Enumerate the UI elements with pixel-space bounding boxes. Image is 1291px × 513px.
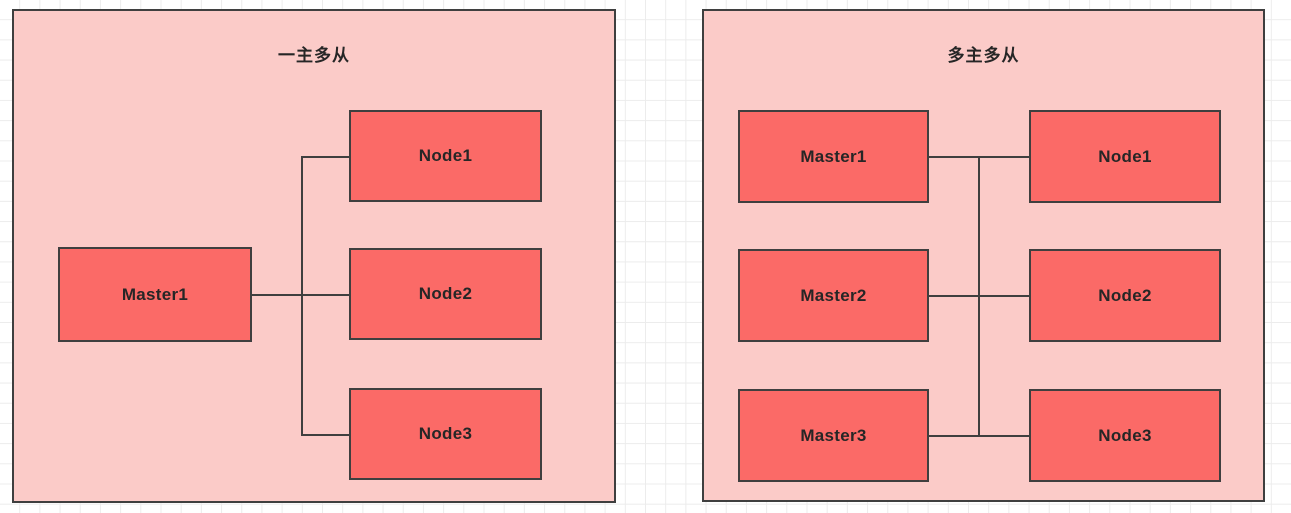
box-node1[interactable]: Node1 — [349, 110, 542, 202]
box-master3-right-label: Master3 — [800, 425, 867, 445]
connector-trunk-to-node3 — [978, 435, 1029, 437]
box-master1-right-label: Master1 — [800, 146, 867, 166]
box-node2-right-label: Node2 — [1098, 285, 1152, 305]
box-master2-right[interactable]: Master2 — [738, 249, 929, 342]
connector-trunk-to-node2 — [978, 295, 1029, 297]
box-master2-right-label: Master2 — [800, 285, 867, 305]
box-node1-right-label: Node1 — [1098, 146, 1152, 166]
box-node2-right[interactable]: Node2 — [1029, 249, 1221, 342]
connector-node2-stub — [301, 294, 351, 296]
box-master1-label: Master1 — [121, 284, 189, 304]
panel-multi-master-title: 多主多从 — [947, 46, 1020, 65]
connector-master1-stub — [252, 294, 303, 296]
panel-multi-master[interactable]: 多主多从 Master1 Master2 Master3 Node1 Node2 — [702, 9, 1265, 502]
connector-master1-to-trunk — [929, 156, 980, 158]
box-node1-right[interactable]: Node1 — [1029, 110, 1221, 203]
panel-single-master-title: 一主多从 — [278, 46, 350, 65]
box-node3[interactable]: Node3 — [349, 388, 542, 480]
box-master1-right[interactable]: Master1 — [738, 110, 929, 203]
connector-node3-stub — [301, 434, 351, 436]
box-node3-right[interactable]: Node3 — [1029, 389, 1221, 482]
connector-master3-to-trunk — [929, 435, 980, 437]
connector-node1-stub — [301, 156, 351, 158]
connector-trunk-to-node1 — [978, 156, 1029, 158]
box-master1[interactable]: Master1 — [58, 247, 252, 342]
box-node2-label: Node2 — [418, 284, 473, 303]
box-master3-right[interactable]: Master3 — [738, 389, 929, 482]
panel-single-master[interactable]: 一主多从 Master1 Node1 Node2 Node3 — [12, 9, 616, 503]
connector-master2-to-trunk — [929, 295, 980, 297]
box-node3-label: Node3 — [418, 424, 473, 443]
connector-trunk-left — [301, 156, 303, 436]
box-node2[interactable]: Node2 — [349, 248, 542, 340]
box-node3-right-label: Node3 — [1098, 425, 1152, 445]
box-node1-label: Node1 — [418, 146, 473, 165]
